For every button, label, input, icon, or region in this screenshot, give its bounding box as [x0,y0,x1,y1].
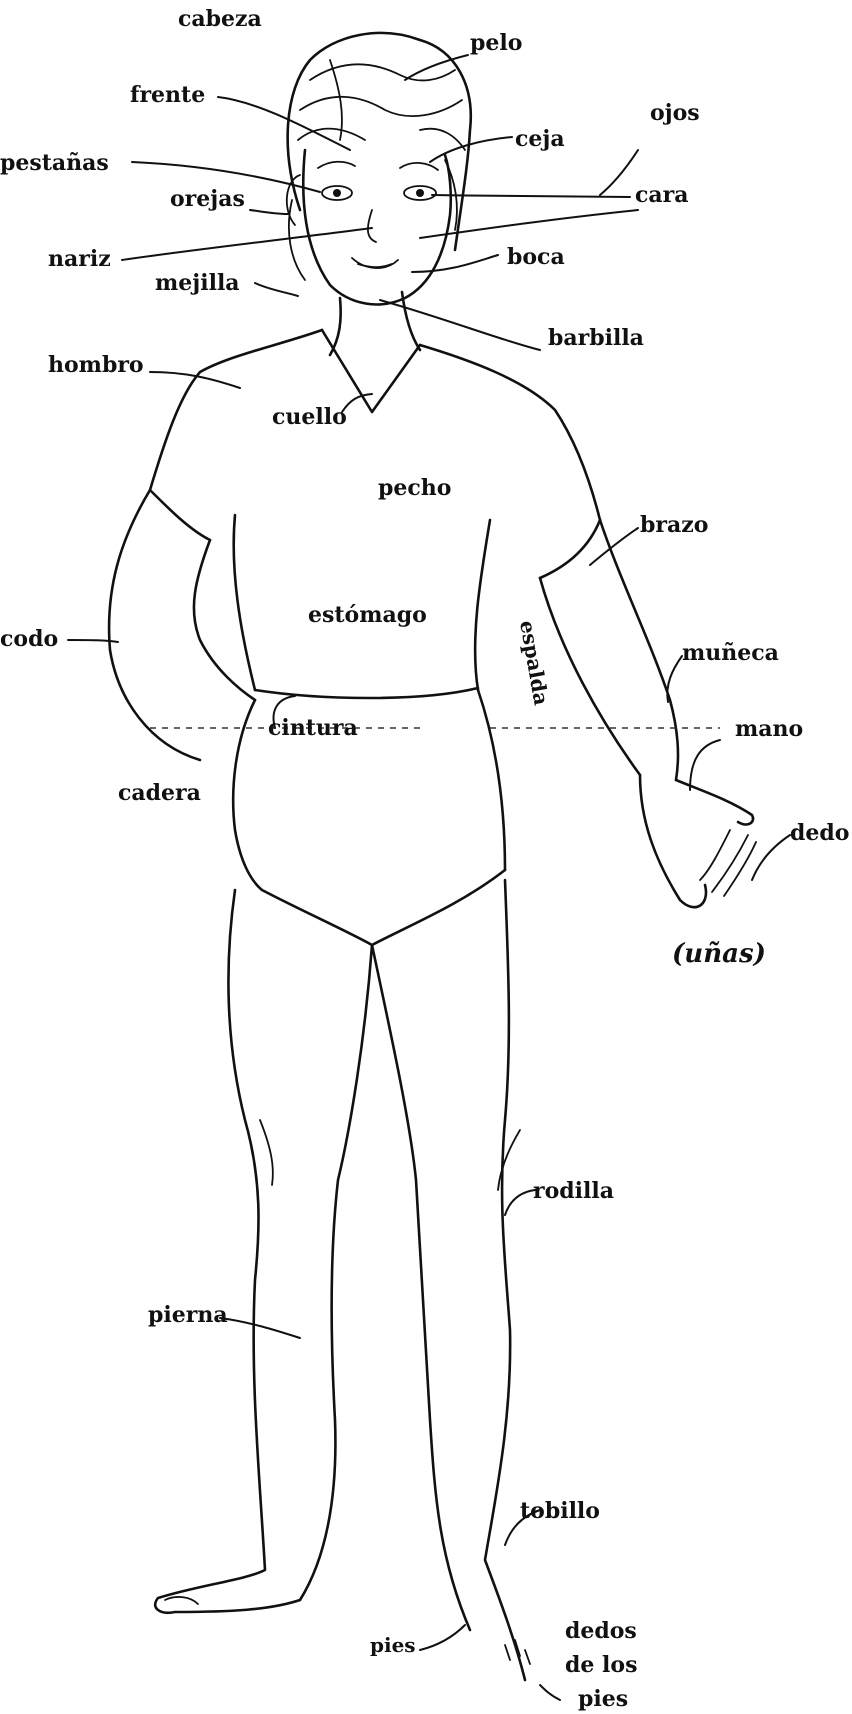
label-dedos-de-los-pies-3: pies [578,1686,628,1712]
label-cabeza: cabeza [178,6,262,32]
label-pestanas: pestañas [0,150,109,176]
label-mejilla: mejilla [155,270,240,296]
label-rodilla: rodilla [533,1178,614,1204]
label-cara: cara [635,182,689,208]
label-cintura: cintura [268,715,358,741]
label-barbilla: barbilla [548,325,644,351]
label-pelo: pelo [470,30,522,56]
label-boca: boca [507,244,565,270]
label-dedos-de-los-pies-1: dedos [565,1618,637,1644]
label-pies: pies [370,1633,416,1657]
label-ojos: ojos [650,100,700,126]
label-unas: (uñas) [672,939,766,969]
label-ceja: ceja [515,126,565,152]
label-dedos-de-los-pies-2: de los [565,1652,637,1678]
label-cuello: cuello [272,404,347,430]
leader-lines [68,55,790,1700]
label-cadera: cadera [118,780,201,806]
label-codo: codo [0,626,58,652]
label-nariz: nariz [48,246,111,272]
label-dedo: dedo [790,820,849,846]
label-muneca: muñeca [682,640,779,666]
label-frente: frente [130,82,205,108]
labels: cabeza pelo frente ojos ceja pestañas ca… [0,6,849,1712]
label-mano: mano [735,716,803,742]
label-brazo: brazo [640,512,708,538]
label-pecho: pecho [378,475,451,501]
label-pierna: pierna [148,1302,228,1328]
label-estomago: estómago [308,602,427,628]
label-orejas: orejas [170,186,245,212]
label-espalda: espalda [515,619,553,707]
label-tobillo: tobillo [520,1498,600,1524]
label-hombro: hombro [48,352,144,378]
